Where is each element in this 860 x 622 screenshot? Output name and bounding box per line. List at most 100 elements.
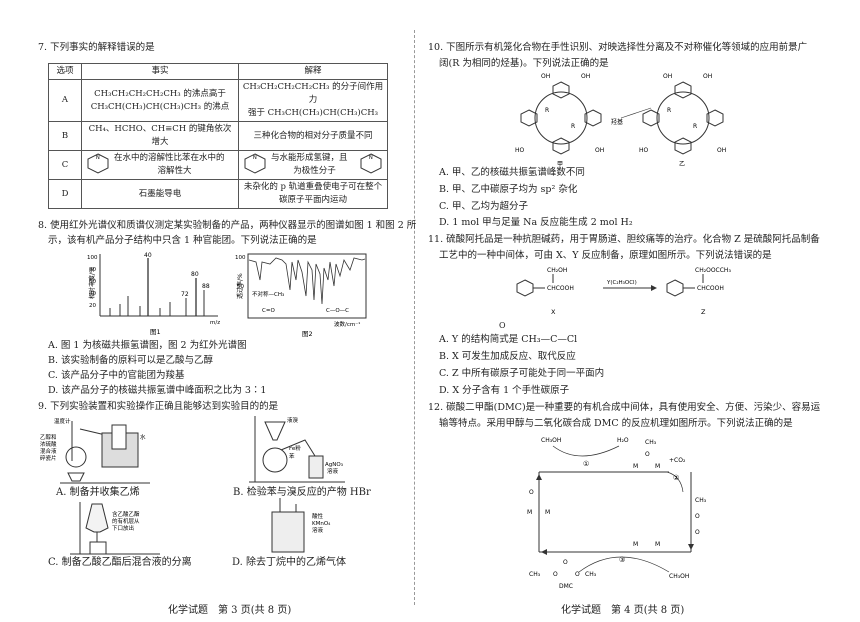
step-1: ①: [583, 460, 589, 468]
label-h2o: H₂O: [617, 437, 629, 444]
right-page: 10. 下图所示有机笼化合物在手性识别、对映选择性分离及不对称催化等领域的应用前…: [421, 0, 860, 622]
step1-curve: [552, 445, 620, 457]
benzene-ring: [674, 81, 692, 99]
ho-label: HO: [515, 147, 525, 154]
label-yi: 乙: [679, 161, 685, 168]
table-cell: CH₃CH₂CH₂CH₂CH₃ 的分子间作用力强于 CH₃CH(CH₃)CH(C…: [238, 79, 388, 122]
label-m: M: [633, 463, 638, 470]
z-chcooh: CHCOOH: [697, 285, 724, 292]
x-ch2oh: CH₂OH: [547, 267, 567, 274]
arrowhead: [651, 285, 657, 291]
label-agno3: AgNO₃: [325, 462, 343, 468]
r-label: R: [693, 123, 697, 130]
fig2-tick: 50: [237, 284, 244, 290]
r-label: R: [571, 123, 575, 130]
label-layer: 下口放出: [112, 524, 134, 532]
q8-option-a: A. 图 1 为核磁共振氢谱图，图 2 为红外光谱图: [48, 340, 247, 351]
fig2-label: C=O: [262, 308, 275, 314]
table-cell: CH₄、HCHO、CH≡CH 的键角依次增大: [81, 121, 239, 151]
fig2-ylabel: 透过率/%: [236, 273, 244, 299]
separatory-funnel: [85, 503, 109, 533]
benzene-ring: [552, 137, 570, 155]
q10-stem-1: 10. 下图所示有机笼化合物在手性识别、对映选择性分离及不对称催化等领域的应用前…: [428, 42, 808, 53]
label-mix: 碎瓷片: [40, 454, 57, 462]
cell-line: 与水能形成氢键，且: [271, 153, 348, 163]
benzene-ring: [674, 137, 692, 155]
pyridine-icon: N: [87, 153, 109, 174]
step3-curve: [578, 556, 670, 573]
table-cell: A: [48, 79, 82, 122]
table-cell: C: [48, 150, 82, 180]
apparatus-b: 液溴 Fe粉 苯 AgNO₃ 溶液: [249, 416, 345, 483]
ir-spectrum-figure: 透过率/% 100 50 不对称—CH₃ C=O C—O—C 波数/cm⁻¹ 图…: [235, 253, 367, 338]
collect-bottle: [111, 424, 127, 450]
pointer-line: [620, 107, 652, 119]
fig1-peak-label: 40: [144, 252, 152, 259]
fig1-tick: 80: [89, 267, 96, 273]
label-m: M: [655, 463, 660, 470]
cell-line: 强于 CH₃CH(CH₃)CH(CH₃)CH₃: [247, 108, 379, 118]
label-water: 水: [140, 433, 146, 441]
label-ch3oh: CH₃OH: [669, 573, 689, 580]
label-x: X: [551, 308, 556, 316]
fig1-tick: 20: [89, 303, 96, 309]
benzene-ring: [666, 279, 684, 297]
label-h: O: [529, 489, 534, 496]
label-m: M: [655, 541, 660, 548]
table-row: B CH₄、HCHO、CH≡CH 的键角依次增大 三种化合物的相对分子质量不同: [48, 121, 388, 151]
label-o: O: [645, 451, 650, 458]
apparatus-a: 温度计 乙醇和 浓硫酸 混合液 碎瓷片 水: [40, 417, 150, 484]
oh-label: OH: [595, 147, 604, 154]
q9-caption-d: D. 除去丁烷中的乙烯气体: [232, 557, 347, 568]
fig1-xlabel: m/z: [210, 320, 220, 326]
fig2-label: 不对称—CH₃: [252, 290, 284, 298]
table-header: 事实: [81, 63, 239, 80]
cell-line: CH₃CH(CH₃)CH(CH₃)CH₃ 的沸点: [90, 101, 230, 112]
q9-caption-a: A. 制备并收集乙烯: [56, 487, 140, 498]
label-layer: 的有机层从: [112, 517, 140, 525]
q11-option-d: D. X 分子含有 1 个手性碳原子: [439, 385, 570, 396]
label-o: O: [695, 529, 700, 536]
cell-line: 未杂化的 p 轨道重叠使电子可在整个: [243, 182, 383, 192]
label-benzene: 苯: [289, 452, 295, 460]
label-ch3: CH₃: [645, 439, 657, 446]
q11-option-b: B. X 可发生加成反应、取代反应: [439, 351, 576, 362]
apparatus-d: 酸性 KMnO₄ 溶液: [271, 498, 331, 553]
label-layer: 含乙酸乙酯: [112, 510, 140, 518]
fig1-caption: 图1: [150, 328, 161, 335]
r-label: R: [545, 107, 549, 114]
benzene-ring: [520, 109, 538, 127]
dmc-structure-o: O: [553, 571, 558, 578]
svg-text:N: N: [253, 155, 257, 161]
dmc-structure-ch3: CH₃: [529, 571, 541, 578]
oh-label: OH: [717, 147, 726, 154]
cage-compounds-figure: OH OH HO OH R R 甲 羟基 OH OH HO OH R R 乙: [515, 73, 726, 168]
cell-line: 碳原子平面内运动: [278, 195, 347, 205]
fig1-tick: 40: [89, 291, 96, 297]
table-row: C N 在水中的溶解性比苯在水中的溶解性大 N N 与水能形成氢键，且为极性分子: [48, 150, 388, 180]
q8-option-c: C. 该产品分子中的官能团为羧基: [48, 370, 185, 381]
benzene-ring: [706, 109, 724, 127]
oh-label: OH: [581, 73, 590, 80]
oh-label: OH: [541, 73, 550, 80]
q11-option-a-oxygen: O: [499, 321, 506, 330]
q10-option-b: B. 甲、乙中碳原子均为 sp² 杂化: [439, 184, 578, 195]
label-solution: 溶液: [327, 467, 339, 475]
label-ch3: CH₃: [695, 497, 707, 504]
fig1-peak-label: 88: [202, 283, 210, 290]
footer-left: 化学试题 第 3 页(共 8 页): [168, 605, 292, 616]
table-row: D 石墨能导电 未杂化的 p 轨道重叠使电子可在整个碳原子平面内运动: [48, 179, 388, 209]
q10-option-c: C. 甲、乙均为超分子: [439, 201, 528, 212]
fig1-peak-label: 72: [181, 291, 189, 298]
label-o: O: [695, 513, 700, 520]
table-header-row: 选项 事实 解释: [48, 63, 388, 80]
benzene-ring: [516, 279, 534, 297]
q11-stem-2: 工艺中的一种中间体，可由 X、Y 反应制备，原理如图所示。下列说法错误的是: [439, 250, 772, 261]
fig2-frame: [247, 253, 367, 319]
q9-caption-b: B. 检验苯与溴反应的产物 HBr: [233, 487, 371, 498]
cell-line: 为极性分子: [293, 166, 336, 176]
dmc-cycle-figure: CH₃OH H₂O ① CH₃ O M M +CO₂ ② O M M CH₃ O…: [527, 437, 707, 590]
table-cell: N 在水中的溶解性比苯在水中的溶解性大: [81, 150, 239, 180]
fig2-caption: 图2: [302, 330, 313, 338]
